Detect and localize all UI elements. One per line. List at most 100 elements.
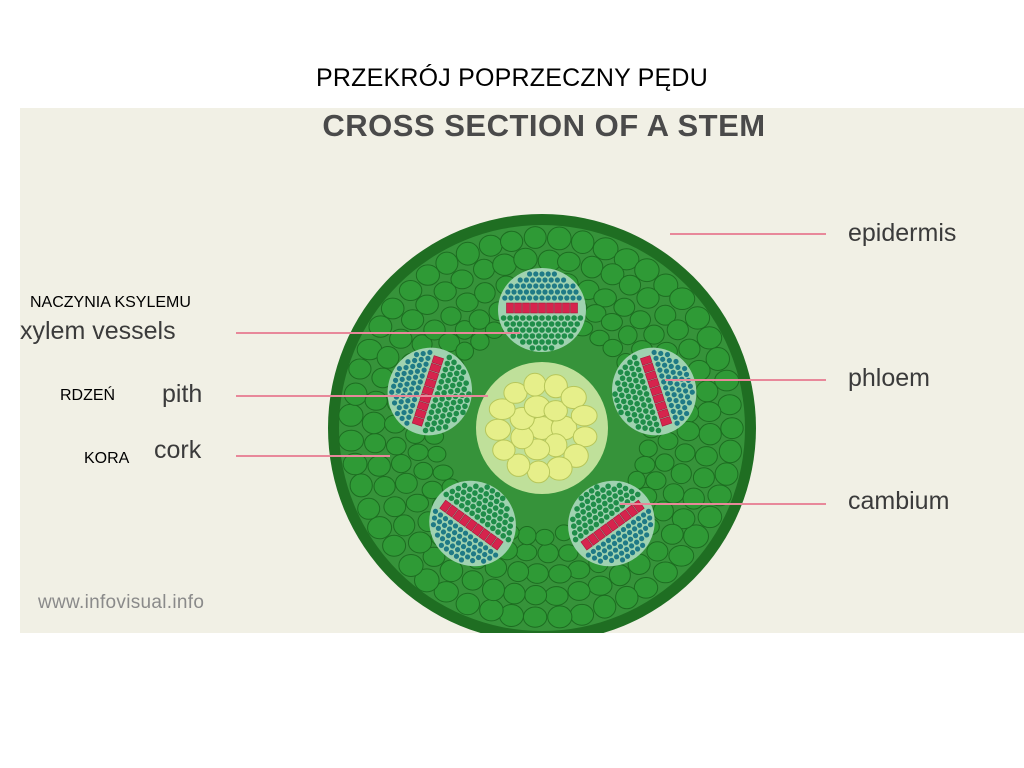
xylem-cell xyxy=(614,506,620,513)
xylem-cell xyxy=(645,414,651,420)
phloem-cell xyxy=(487,555,493,561)
cortex-cell xyxy=(398,554,424,577)
phloem-cell xyxy=(664,391,671,397)
pith-cell xyxy=(488,398,516,421)
phloem-cell xyxy=(663,385,669,391)
xylem-cell xyxy=(507,523,514,529)
phloem-cell xyxy=(533,283,539,289)
phloem-cell xyxy=(606,544,613,550)
phloem-cell xyxy=(423,361,429,367)
xylem-cell xyxy=(429,426,436,433)
xylem-cell xyxy=(571,315,577,321)
phloem-cell xyxy=(415,385,421,391)
phloem-cell xyxy=(406,414,412,420)
xylem-cell xyxy=(459,496,466,502)
phloem-cell xyxy=(554,277,560,283)
xylem-cell xyxy=(539,339,545,345)
phloem-cell xyxy=(548,289,554,295)
cortex-cell xyxy=(608,564,631,587)
xylem-cell xyxy=(489,488,496,494)
xylem-cell xyxy=(545,339,552,345)
xylem-cell xyxy=(637,372,644,379)
xylem-cell xyxy=(466,486,473,493)
xylem-cell xyxy=(641,385,648,391)
cambium-cell xyxy=(649,385,663,397)
phloem-cell xyxy=(401,409,407,416)
cortex-cell xyxy=(684,306,711,330)
xylem-cell xyxy=(482,497,489,504)
phloem-cell xyxy=(551,283,557,289)
xylem-cell xyxy=(505,536,512,543)
xylem-cell xyxy=(542,333,548,339)
phloem-cell xyxy=(483,545,489,551)
xylem-cell xyxy=(496,522,502,529)
xylem-cell xyxy=(448,405,455,412)
cambium-cell xyxy=(424,378,437,389)
xylem-cell xyxy=(614,397,620,403)
phloem-cell xyxy=(673,358,679,365)
cortex-cell xyxy=(503,582,526,605)
phloem-cell xyxy=(635,516,642,522)
xylem-cell xyxy=(449,365,455,372)
phloem-cell xyxy=(639,542,646,548)
phloem-cell xyxy=(545,295,551,301)
xylem-cell xyxy=(596,504,603,511)
cortex-cell xyxy=(666,319,689,341)
cambium-cell xyxy=(657,408,670,419)
cortex-cell xyxy=(522,606,548,628)
phloem-cell xyxy=(620,526,627,533)
xylem-cell xyxy=(586,512,593,518)
cortex-cell xyxy=(517,526,537,546)
phloem-cell xyxy=(414,368,421,374)
xylem-cell xyxy=(643,408,649,414)
cortex-cell xyxy=(348,358,372,380)
pith-cells xyxy=(476,362,608,494)
cortex-cell xyxy=(669,287,696,310)
phloem-cell xyxy=(627,536,634,542)
xylem-cell xyxy=(633,360,640,367)
cortex-cell xyxy=(373,476,396,497)
xylem-cell xyxy=(592,515,599,521)
phloem-cell xyxy=(591,555,598,561)
phloem-cell xyxy=(511,289,517,295)
phloem-cell xyxy=(508,295,514,301)
cortex-cell xyxy=(450,269,474,290)
phloem-cell xyxy=(416,362,422,368)
xylem-cell xyxy=(469,510,475,517)
phloem-cell xyxy=(412,357,418,364)
pith-cell xyxy=(526,460,551,484)
xylem-cell xyxy=(424,421,431,428)
phloem-cell xyxy=(673,397,679,404)
xylem-cell xyxy=(474,514,481,520)
xylem-cell xyxy=(450,399,457,406)
cambium-cell xyxy=(599,523,613,537)
xylem-cell xyxy=(638,413,644,419)
label-phloem: phloem xyxy=(848,364,930,392)
pith-cell xyxy=(572,426,598,448)
phloem-cell xyxy=(411,380,417,386)
cortex-cell xyxy=(470,332,490,351)
phloem-cell xyxy=(607,551,614,557)
phloem-cell xyxy=(410,402,416,409)
cortex-cell xyxy=(696,326,723,350)
xylem-cell xyxy=(494,491,501,498)
xylem-cell xyxy=(486,508,493,514)
cortex-cell xyxy=(548,564,572,584)
phloem-cell xyxy=(488,548,494,555)
phloem-cell xyxy=(514,283,520,289)
phloem-cell xyxy=(611,540,618,547)
cortex-cell xyxy=(368,315,393,338)
xylem-cell xyxy=(439,396,445,402)
xylem-cell xyxy=(542,321,548,327)
phloem-cell xyxy=(657,367,663,373)
phloem-cell xyxy=(542,277,548,283)
phloem-cell xyxy=(508,283,514,289)
stem-cross-section xyxy=(236,214,826,633)
xylem-cell xyxy=(639,396,645,402)
xylem-cell xyxy=(493,498,500,505)
cortex-cell xyxy=(668,545,695,567)
phloem-cell xyxy=(536,277,542,283)
xylem-cell xyxy=(626,376,633,383)
pith-cell xyxy=(484,418,512,441)
phloem-cell xyxy=(590,548,596,555)
